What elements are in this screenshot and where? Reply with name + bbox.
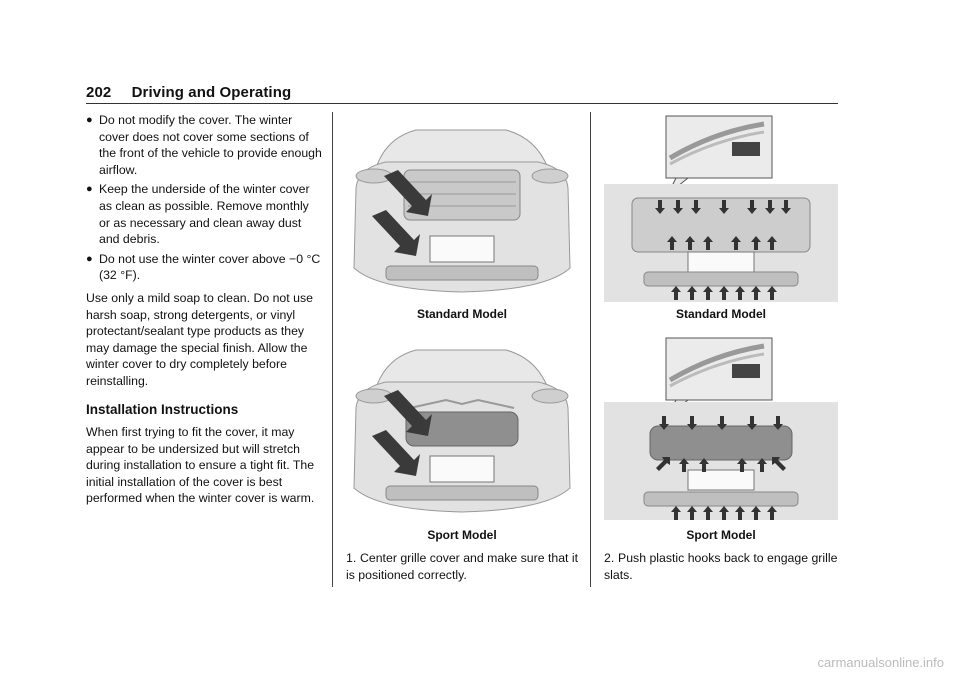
- standard-model-hooks-figure: [604, 114, 838, 302]
- step-text: Center grille cover and make sure that i…: [346, 551, 579, 582]
- step-number: 2.: [604, 551, 615, 565]
- figure-caption-sport-2: Sport Model: [686, 528, 756, 542]
- step-number: 1.: [346, 551, 357, 565]
- bullet-item: ●Do not modify the cover. The winter cov…: [86, 113, 322, 177]
- installation-paragraph: When first trying to fit the cover, it m…: [86, 425, 315, 506]
- figure-caption-standard-1: Standard Model: [416, 307, 507, 321]
- column-divider: [590, 112, 591, 587]
- bullet-item: ●Keep the underside of the winter cover …: [86, 182, 310, 247]
- figure-caption-sport-1: Sport Model: [427, 528, 497, 542]
- watermark-footer: carmanualsonline.info: [817, 655, 944, 670]
- bullet-item: ●Do not use the winter cover above −0 °C…: [86, 251, 321, 283]
- column-divider: [332, 112, 333, 587]
- sport-model-hooks-figure: [604, 336, 838, 522]
- step-1: 1.Center grille cover and make sure that…: [346, 550, 586, 583]
- cleaning-paragraph: Use only a mild soap to clean. Do not us…: [86, 290, 313, 388]
- bullet-icon: ●: [86, 183, 93, 196]
- section-title: Driving and Operating: [131, 84, 292, 101]
- step-2: 2.Push plastic hooks back to engage gril…: [604, 550, 844, 583]
- figure-caption-standard-2: Standard Model: [675, 307, 766, 321]
- text-column: ●Do not modify the cover. The winter cov…: [86, 112, 322, 513]
- header-rule: [86, 103, 838, 104]
- page-number: 202: [86, 84, 112, 101]
- page-header: 202 Driving and Operating: [86, 84, 291, 101]
- sport-model-front-figure: [346, 338, 578, 516]
- standard-model-front-figure: [346, 118, 578, 296]
- installation-heading: Installation Instructions: [86, 401, 239, 417]
- bullet-icon: ●: [86, 114, 93, 126]
- step-text: Push plastic hooks back to engage grille…: [604, 551, 838, 582]
- bullet-icon: ●: [86, 252, 93, 265]
